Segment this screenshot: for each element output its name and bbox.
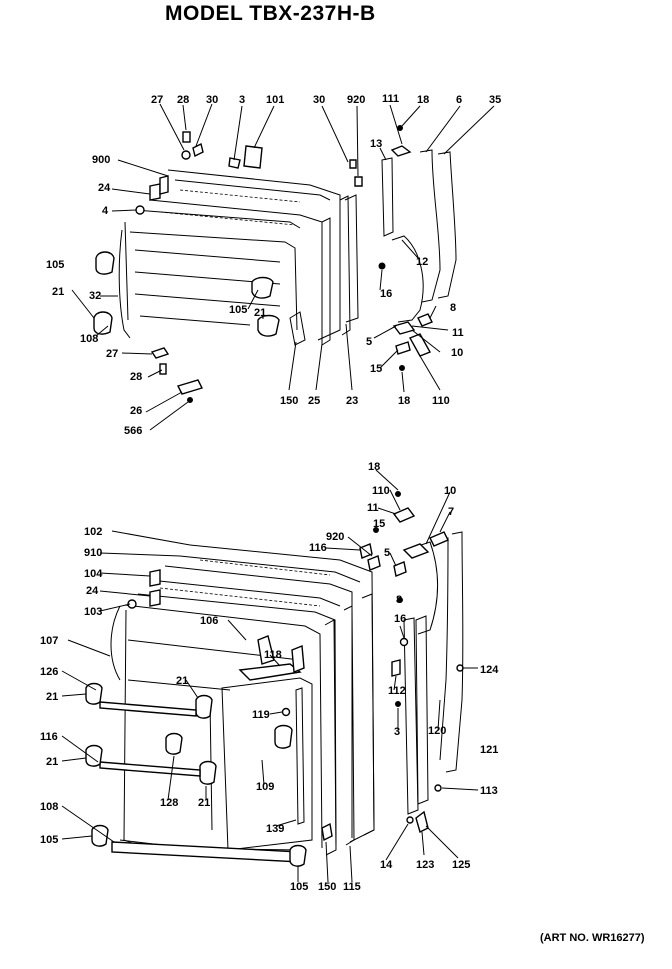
callout: 105 <box>46 259 64 271</box>
upper-assembly <box>93 125 457 403</box>
callout: 18 <box>398 395 410 407</box>
callout: 5 <box>384 547 390 559</box>
callout: 123 <box>416 859 434 871</box>
callout: 28 <box>177 94 189 106</box>
callout: 11 <box>367 502 379 514</box>
callout: 4 <box>102 205 109 217</box>
callout: 920 <box>326 531 344 543</box>
callout: 8 <box>396 594 402 606</box>
page-title: MODEL TBX-237H-B <box>165 2 376 25</box>
callout: 16 <box>380 288 392 300</box>
callout: 120 <box>428 725 446 737</box>
callout: 3 <box>394 726 400 738</box>
callout: 110 <box>372 485 390 497</box>
callout: 21 <box>52 286 64 298</box>
callout: 112 <box>388 685 406 697</box>
callout: 21 <box>46 691 58 703</box>
callout: 118 <box>264 649 282 661</box>
callout: 126 <box>40 666 58 678</box>
callout: 110 <box>432 395 450 407</box>
callout: 16 <box>394 613 406 625</box>
callout: 125 <box>452 859 470 871</box>
callout: 121 <box>480 744 498 756</box>
lower-assembly <box>85 491 464 867</box>
callout: 103 <box>84 606 102 618</box>
callout: 32 <box>89 290 101 302</box>
callout: 10 <box>444 485 456 497</box>
callout: 11 <box>452 327 464 339</box>
lower-callouts: 18 110 10 11 7 15 102 920 5 116 910 104 … <box>40 461 499 893</box>
callout: 14 <box>380 859 393 871</box>
callout: 106 <box>200 615 218 627</box>
callout: 26 <box>130 405 142 417</box>
callout: 21 <box>176 675 188 687</box>
callout: 105 <box>40 834 58 846</box>
callout: 113 <box>480 785 498 797</box>
callout: 13 <box>370 138 382 150</box>
callout: 116 <box>309 542 327 554</box>
callout: 115 <box>343 881 361 893</box>
art-number: (ART NO. WR16277) <box>540 932 645 944</box>
callout: 111 <box>382 93 399 105</box>
callout: 119 <box>252 709 270 721</box>
upper-leader-lines <box>71 103 495 431</box>
callout: 108 <box>40 801 58 813</box>
upper-callouts: 27 28 30 3 101 30 920 111 18 6 35 900 13… <box>46 93 501 437</box>
callout: 8 <box>450 302 456 314</box>
callout: 7 <box>448 506 454 518</box>
callout: 139 <box>266 823 284 835</box>
callout: 566 <box>124 425 142 437</box>
callout: 116 <box>40 731 58 743</box>
callout: 920 <box>347 94 365 106</box>
callout: 104 <box>84 568 103 580</box>
lower-leader-lines <box>61 469 479 883</box>
callout: 30 <box>313 94 325 106</box>
callout: 21 <box>46 756 58 768</box>
callout: 30 <box>206 94 218 106</box>
callout: 124 <box>480 664 499 676</box>
callout: 21 <box>254 307 266 319</box>
callout: 128 <box>160 797 178 809</box>
callout: 35 <box>489 94 501 106</box>
callout: 900 <box>92 154 110 166</box>
callout: 5 <box>366 336 372 348</box>
callout: 105 <box>229 304 247 316</box>
callout: 150 <box>318 881 336 893</box>
callout: 18 <box>417 94 429 106</box>
callout: 24 <box>86 585 99 597</box>
callout: 15 <box>370 363 382 375</box>
callout: 15 <box>373 518 385 530</box>
callout: 150 <box>280 395 298 407</box>
callout: 108 <box>80 333 98 345</box>
callout: 12 <box>416 256 428 268</box>
callout: 105 <box>290 881 308 893</box>
callout: 23 <box>346 395 358 407</box>
callout: 10 <box>451 347 463 359</box>
callout: 109 <box>256 781 274 793</box>
callout: 910 <box>84 547 102 559</box>
callout: 18 <box>368 461 380 473</box>
callout: 3 <box>239 94 245 106</box>
callout: 101 <box>266 94 284 106</box>
callout: 21 <box>198 797 210 809</box>
callout: 25 <box>308 395 320 407</box>
callout: 28 <box>130 371 142 383</box>
callout: 6 <box>456 94 462 106</box>
callout: 27 <box>106 348 118 360</box>
callout: 107 <box>40 635 58 647</box>
callout: 24 <box>98 182 111 194</box>
callout: 27 <box>151 94 163 106</box>
callout: 102 <box>84 526 102 538</box>
